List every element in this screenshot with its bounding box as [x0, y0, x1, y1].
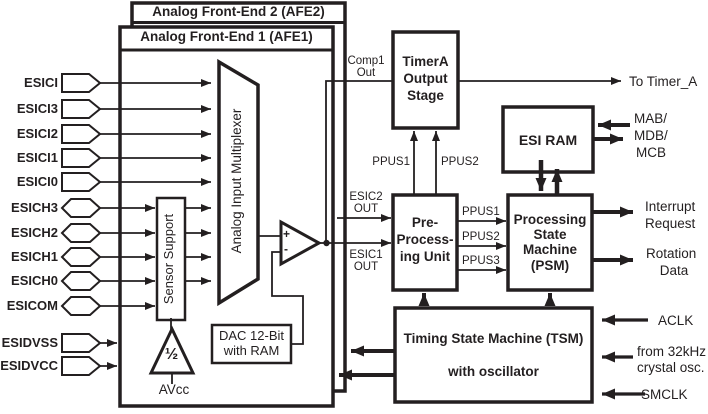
interrupt-request-label-line2: Request — [645, 216, 696, 231]
pad-label-esich0: ESICH0 — [11, 273, 58, 288]
pad-label-esici0: ESICI0 — [16, 174, 58, 189]
pad-label-esici1: ESICI1 — [16, 150, 58, 165]
psm-label-line1: Processing — [513, 212, 587, 227]
comp1-out-label-line1: Comp1 — [347, 55, 385, 67]
sensor-support-box — [155, 196, 187, 322]
pad-shape-esich2 — [60, 223, 102, 243]
tsm-box — [393, 306, 594, 404]
pad-shape-esici — [61, 73, 102, 93]
pad-shape-esidvcc — [61, 356, 102, 376]
dac-label-line1: DAC 12-Bit — [218, 328, 285, 343]
rotation-data-label-line2: Data — [659, 263, 689, 278]
aclk-label: ACLK — [658, 313, 694, 328]
pad-shape-esici3 — [61, 99, 102, 119]
pad-shape-esici0 — [61, 172, 102, 192]
afe1-title: Analog Front-End 1 (AFE1) — [140, 29, 313, 44]
comp1-out-label-line2: Out — [356, 67, 376, 79]
half-gain-label: ½ — [164, 346, 179, 363]
afe2-title: Analog Front-End 2 (AFE2) — [152, 4, 325, 19]
bus-arrows — [339, 119, 648, 400]
pad-label-esici3: ESICI3 — [16, 101, 58, 116]
ppus1-top-label: PPUS1 — [372, 156, 410, 168]
mdb-label: MDB/ — [634, 128, 668, 143]
timer-a-output-stage-box — [391, 30, 460, 130]
tsm-label-line2: with oscillator — [448, 364, 539, 379]
ppu-label-line3: ing Unit — [399, 249, 451, 264]
timer-a-label-line2: Output — [403, 71, 448, 86]
esic1-out-label-line2: OUT — [353, 261, 379, 273]
analog-input-multiplexer-shape — [217, 58, 260, 307]
avcc-label: AVcc — [158, 382, 190, 397]
comparator-shape — [279, 219, 323, 267]
pad-label-esicom: ESICOM — [6, 298, 58, 313]
pad-label-esidvcc: ESIDVCC — [0, 358, 58, 373]
pad-shape-esici1 — [61, 148, 102, 168]
to-timer-a-label: To Timer_A — [629, 74, 698, 89]
input-lines — [100, 79, 211, 370]
mux-label: Analog Input Multiplexer — [229, 108, 244, 254]
block-lines — [410, 77, 621, 274]
pad-label-esich2: ESICH2 — [11, 225, 58, 240]
mab-label: MAB/ — [634, 111, 668, 126]
esic1-out-label-line1: ESIC1 — [349, 249, 383, 261]
comparator-wiring — [170, 235, 326, 384]
rotation-data-label-line1: Rotation — [646, 246, 697, 261]
timer-a-label-line3: Stage — [407, 88, 444, 103]
timer-a-label-line1: TimerA — [402, 54, 449, 69]
crystal-osc-label-line2: crystal osc. — [637, 360, 705, 375]
pad-label-esich1: ESICH1 — [11, 249, 58, 264]
esi-ram-label: ESI RAM — [518, 132, 578, 148]
pad-shape-esich3 — [60, 198, 102, 218]
sensor-support-label: Sensor Support — [161, 213, 176, 305]
dac-label-line2: with RAM — [223, 343, 280, 358]
mcb-label: MCB — [636, 145, 666, 160]
psm-label-line2: State — [533, 227, 567, 242]
interrupt-request-label-line1: Interrupt — [645, 199, 696, 214]
pad-label-esici2: ESICI2 — [16, 126, 58, 141]
pad-label-esici: ESICI — [24, 75, 58, 90]
psm-label-line4: (PSM) — [530, 258, 570, 273]
psm-box — [506, 193, 594, 292]
ppus1-label: PPUS1 — [462, 206, 500, 218]
esic2-out-label-line1: ESIC2 — [349, 191, 383, 203]
esi-ram-box — [501, 105, 595, 174]
tsm-label-line1: Timing State Machine (TSM) — [403, 331, 584, 346]
esic2-out-label-line2: OUT — [353, 203, 379, 215]
pad-shape-esidvss — [61, 333, 102, 353]
comp1-out-route — [325, 80, 393, 243]
crystal-osc-label-line1: from 32kHz — [637, 344, 707, 359]
ppus3-label: PPUS3 — [462, 255, 500, 267]
pad-label-esich3: ESICH3 — [11, 200, 58, 215]
pre-processing-unit-box — [391, 193, 459, 292]
ppu-label-line1: Pre- — [411, 215, 439, 230]
comparator-output-routes — [325, 80, 393, 247]
smclk-label: SMCLK — [641, 387, 688, 402]
pad-shape-esicom — [60, 296, 102, 316]
half-avcc-triangle — [148, 325, 196, 375]
ppus2-label: PPUS2 — [462, 231, 500, 243]
comparator-minus: - — [284, 242, 288, 256]
comparator-plus: + — [283, 227, 291, 241]
pad-shape-esich1 — [60, 247, 102, 267]
psm-label-line3: Machine — [522, 242, 577, 257]
ppu-label-line2: Process- — [396, 232, 454, 247]
dac-box — [210, 323, 293, 365]
pad-label-esidvss: ESIDVSS — [1, 335, 58, 350]
ppus2-top-label: PPUS2 — [441, 156, 479, 168]
input-pads — [60, 73, 102, 376]
pad-shape-esich0 — [60, 271, 102, 291]
pad-shape-esici2 — [61, 124, 102, 144]
